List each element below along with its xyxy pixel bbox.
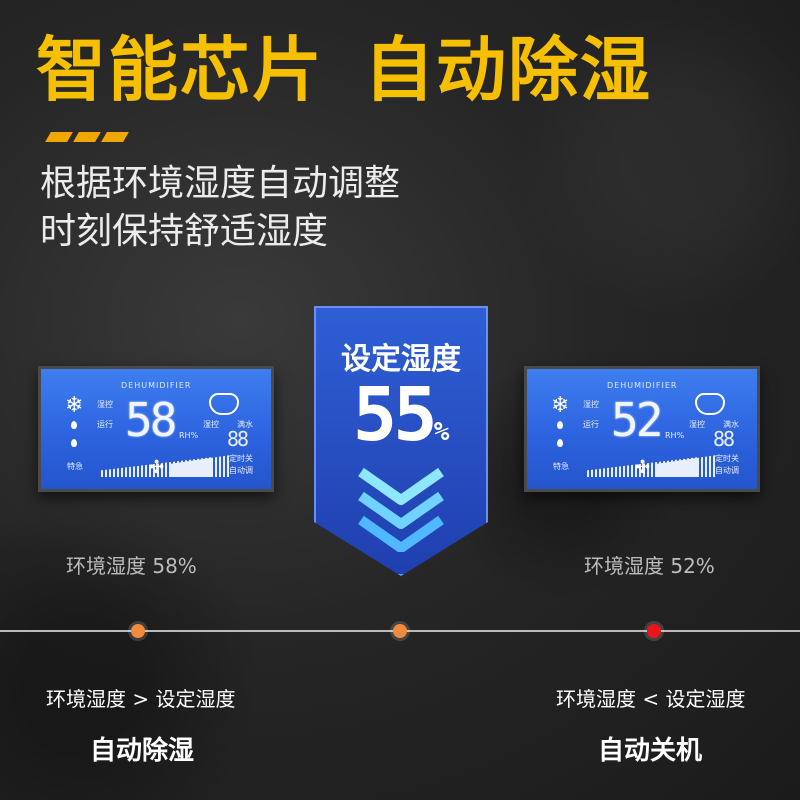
left-action: 自动除湿 — [90, 736, 195, 766]
lcd-tag-auto: 自动调 — [229, 466, 253, 475]
timeline-dot-right — [647, 624, 661, 638]
headline-smart-chip: 智能芯片 — [36, 29, 324, 111]
right-action: 自动关机 — [598, 736, 703, 766]
subtitle: 根据环境湿度自动调整 时刻保持舒适湿度 — [40, 160, 400, 256]
left-lcd-panel: DEHUMIDIFIER ❄ 湿控 运行 特急 58 RH% 湿控 满水 88 … — [38, 366, 274, 492]
lcd-tag-water: 满水 — [237, 420, 253, 429]
setpoint-unit: % — [433, 417, 450, 447]
chevron-down-icon — [358, 467, 444, 552]
setpoint-badge: 设定湿度 55% — [314, 306, 488, 576]
snowflake-icon: ❄ — [551, 393, 570, 418]
water-drop-icon — [557, 439, 563, 447]
water-drop-icon — [71, 439, 77, 447]
lcd-tag-water: 满水 — [723, 420, 739, 429]
lcd-brand: DEHUMIDIFIER — [607, 381, 678, 390]
lcd-humidity-reading: 58 — [125, 393, 177, 447]
lcd-tag-run: 运行 — [583, 420, 599, 429]
lcd-tag-rh: RH% — [179, 431, 199, 440]
lcd-tag-special: 特急 — [553, 462, 569, 471]
lcd-humidity-reading: 52 — [611, 393, 663, 447]
water-tank-icon — [209, 393, 239, 415]
lcd-tag-auto: 自动调 — [715, 466, 739, 475]
lcd-tag-special: 特急 — [67, 462, 83, 471]
timeline-dot-center — [393, 624, 407, 638]
lcd-brand: DEHUMIDIFIER — [121, 381, 192, 390]
lcd-level-bars — [171, 455, 231, 477]
right-condition: 环境湿度 < 设定湿度 — [556, 687, 746, 711]
left-lcd-screen: DEHUMIDIFIER ❄ 湿控 运行 特急 58 RH% 湿控 满水 88 … — [41, 369, 271, 489]
right-ambient-caption: 环境湿度 52% — [584, 554, 715, 578]
headline: 智能芯片自动除湿 — [36, 22, 652, 118]
lcd-tag-dehumid: 湿控 — [97, 400, 113, 409]
left-ambient-caption: 环境湿度 58% — [66, 554, 197, 578]
snowflake-icon: ❄ — [65, 393, 84, 418]
setpoint-label: 设定湿度 — [341, 342, 461, 377]
lcd-level-bars — [657, 455, 717, 477]
lcd-tag-dehumid-2: 湿控 — [203, 420, 219, 429]
setpoint-value: 55% — [314, 372, 488, 458]
setpoint-number: 55 — [352, 372, 438, 458]
water-tank-icon — [695, 393, 725, 415]
subtitle-line-1: 根据环境湿度自动调整 — [40, 163, 401, 204]
lcd-tag-dehumid-2: 湿控 — [689, 420, 705, 429]
right-lcd-panel: DEHUMIDIFIER ❄ 湿控 运行 特急 52 RH% 湿控 满水 88 … — [524, 366, 760, 492]
lcd-aux-digits: 88 — [227, 427, 249, 451]
timeline-dot-left — [131, 624, 145, 638]
fan-icon: ✣ — [635, 457, 651, 478]
right-lcd-screen: DEHUMIDIFIER ❄ 湿控 运行 特急 52 RH% 湿控 满水 88 … — [527, 369, 757, 489]
water-drop-icon — [71, 421, 77, 429]
lcd-aux-digits: 88 — [713, 427, 735, 451]
subtitle-line-2: 时刻保持舒适湿度 — [40, 211, 329, 252]
lcd-tag-timer: 定时关 — [229, 454, 253, 463]
lcd-tag-timer: 定时关 — [715, 454, 739, 463]
headline-auto-dehumidify: 自动除湿 — [364, 29, 652, 111]
accent-stripes — [44, 132, 134, 144]
left-condition: 环境湿度 > 设定湿度 — [46, 687, 236, 711]
lcd-tag-rh: RH% — [665, 431, 685, 440]
lcd-tag-run: 运行 — [97, 420, 113, 429]
lcd-tag-dehumid: 湿控 — [583, 400, 599, 409]
water-drop-icon — [557, 421, 563, 429]
fan-icon: ✣ — [149, 457, 165, 478]
